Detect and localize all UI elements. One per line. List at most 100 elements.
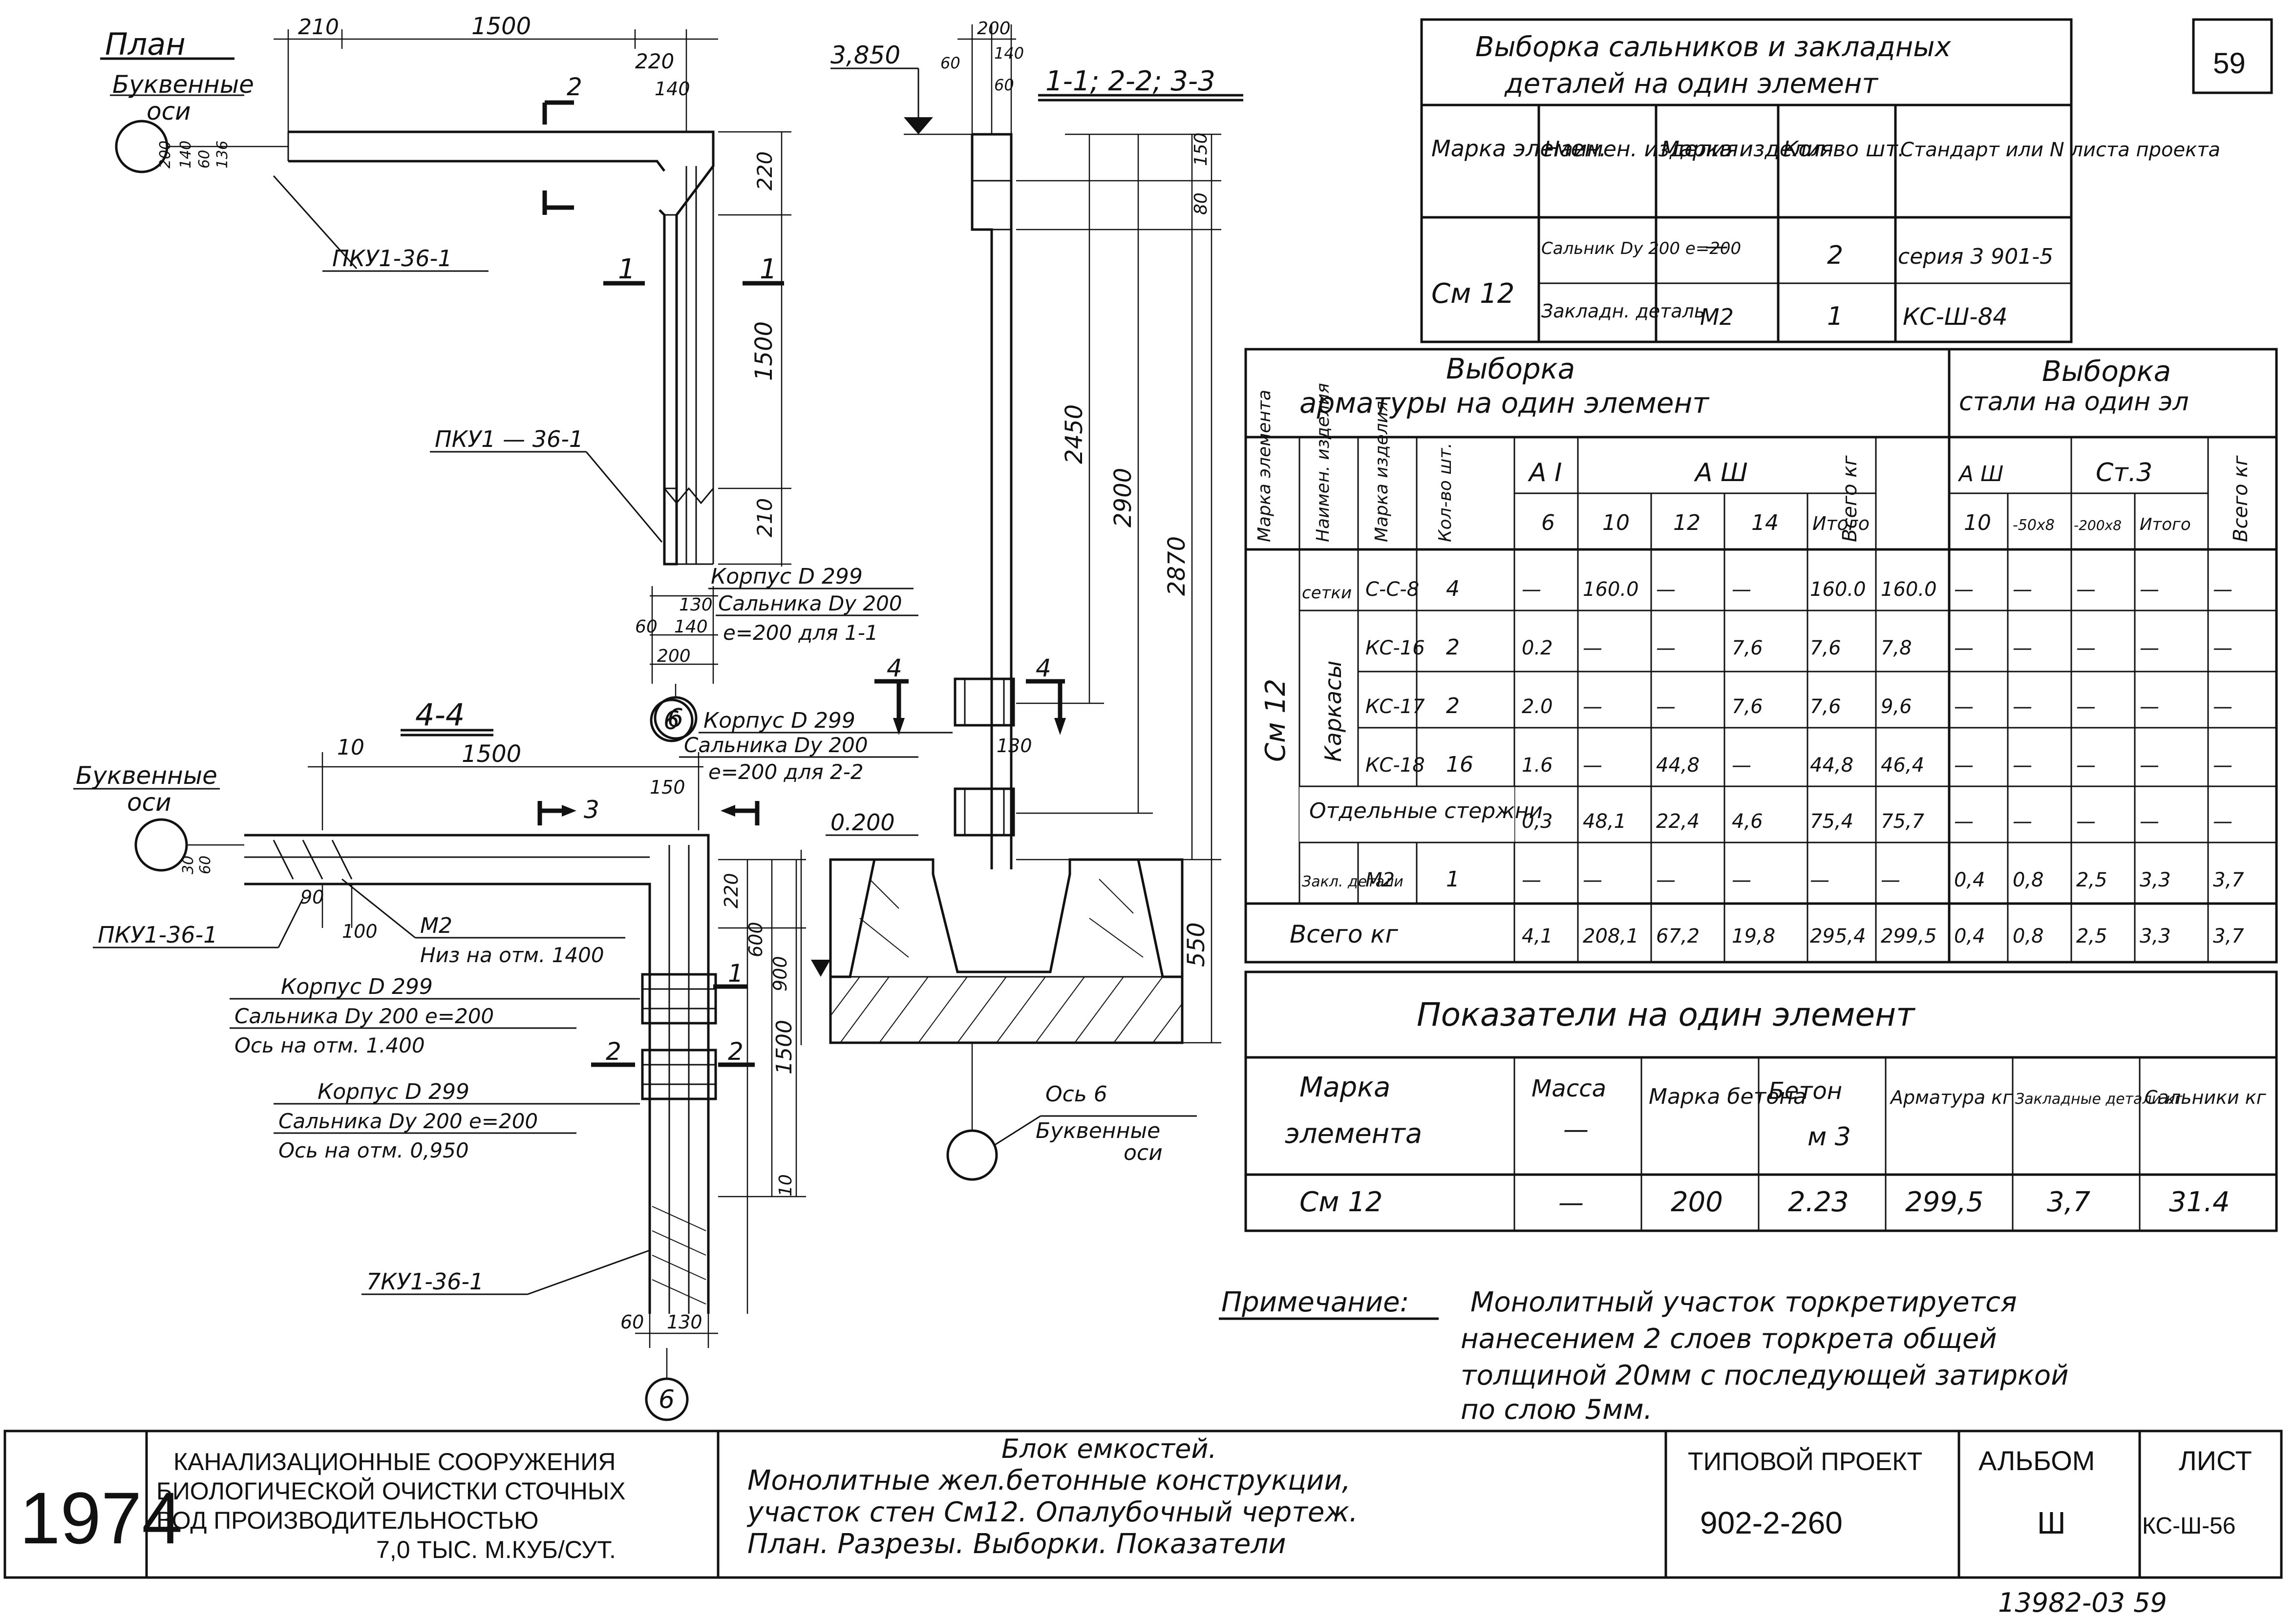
plan-section-1-left: 1 xyxy=(618,253,636,285)
rebar-h-sum: Итого xyxy=(1812,513,1870,534)
indicators-h4-1: Бетон xyxy=(1768,1077,1842,1105)
steel-title-1: Выборка xyxy=(2042,355,2171,388)
plan-note-1: Корпус D 299 xyxy=(711,564,863,589)
plan-dim-1500b: 1500 xyxy=(750,321,778,381)
rebar-row-cell: — xyxy=(2013,578,2032,601)
rebar-h-aiii: А Ш xyxy=(1694,458,1748,487)
section-123-axis-6-bubble xyxy=(650,698,694,742)
section-123-axis-label-2: Буквенные xyxy=(1036,1118,1160,1143)
rebar-row-cell: — xyxy=(2140,810,2159,833)
glands-h-qty: Кол-во шт. xyxy=(1783,137,1905,162)
rebar-h-total: Всего кг xyxy=(1839,455,1861,542)
section-123-view: 1-1; 2-2; 3-3 3,850 200 140 60 60 xyxy=(650,19,1243,1181)
rebar-h-mark: Марка элемента xyxy=(1254,390,1275,542)
rebar-row-cell: — xyxy=(1732,578,1751,601)
rebar-row-cell: — xyxy=(2140,578,2159,601)
plan-dim-140: 140 xyxy=(655,78,690,100)
rebar-row-cell: 75,4 xyxy=(1810,810,1853,833)
section-123-gland-1 xyxy=(954,677,1015,727)
sheet-number-box: 59 xyxy=(2192,18,2273,94)
title-org-3: ВОД ПРОИЗВОДИТЕЛЬНОСТЬЮ xyxy=(156,1507,539,1534)
section-123-body-2: Сальника Dy 200 xyxy=(684,733,868,757)
indicators-h7: Сальники кг xyxy=(2145,1087,2267,1108)
section-123-elev-mid: 0.200 xyxy=(830,809,895,836)
rebar-h-name: Наимен. изделия xyxy=(1313,383,1333,542)
rebar-row-cell: — xyxy=(1881,869,1900,891)
glands-r1-std: серия 3 901-5 xyxy=(1898,244,2053,269)
section-44-dim-60b: 60 xyxy=(620,1311,644,1333)
plan-dim-210: 210 xyxy=(298,15,339,40)
rebar-row-cell: 2,5 xyxy=(2076,869,2107,891)
rebar-row-cell: 0.2 xyxy=(1522,637,1553,659)
section-44-m2: М2 xyxy=(420,913,452,938)
glands-table: Выборка сальников и закладных деталей на… xyxy=(1420,18,2220,343)
section-44-mark-2-left: 2 xyxy=(606,1037,621,1066)
rebar-total-cell: 3,7 xyxy=(2213,925,2244,947)
rebar-row-cell: 75,7 xyxy=(1881,810,1925,833)
rebar-row-cell: 7,8 xyxy=(1881,637,1912,659)
plan-note-3: e=200 для 1-1 xyxy=(723,621,878,645)
steel-h-10: 10 xyxy=(1964,510,1991,535)
section-44-gland-1 xyxy=(641,973,717,1025)
rebar-row-cell: — xyxy=(2140,754,2159,777)
rebar-total-cell: 295,4 xyxy=(1810,925,1866,947)
section-123-dim-150: 150 xyxy=(1191,132,1211,166)
rebar-row-cell: 7,6 xyxy=(1810,637,1841,659)
rebar-row-cell: 2.0 xyxy=(1522,695,1553,718)
glands-r1-mark: — xyxy=(1705,232,1728,260)
rebar-element: См 12 xyxy=(1260,679,1292,762)
indicators-table: Показатели на один элемент Марка элемент… xyxy=(1244,970,2278,1232)
note-label: Примечание: xyxy=(1221,1286,1409,1318)
rebar-row-cell: — xyxy=(2013,637,2032,659)
rebar-h-6: 6 xyxy=(1541,510,1555,535)
section-44-axis-bubble xyxy=(134,818,188,872)
section-44-dim-1500: 1500 xyxy=(462,740,521,768)
glands-element-mark: См 12 xyxy=(1431,278,1514,310)
title-album-label: АЛЬБОМ xyxy=(1978,1445,2095,1476)
plan-dim-220b: 220 xyxy=(753,151,777,190)
rebar-row-cell: — xyxy=(2076,810,2096,833)
plan-axes-label-1: Буквенные xyxy=(112,70,254,99)
title-sheet-label: ЛИСТ xyxy=(2179,1445,2252,1476)
section-44-wall-outline xyxy=(244,834,710,1314)
title-desc-4: План. Разрезы. Выборки. Показатели xyxy=(747,1528,1286,1560)
rebar-row-cell: 44,8 xyxy=(1656,754,1700,777)
section-123-axis-bubble xyxy=(946,1129,998,1181)
glands-r1-qty: 2 xyxy=(1827,241,1843,270)
indicators-v-rebar: 299,5 xyxy=(1905,1186,1983,1218)
rebar-title-1: Выборка xyxy=(1446,352,1575,385)
rebar-row-cell: — xyxy=(2076,578,2096,601)
rebar-row-cell: — xyxy=(1954,578,1974,601)
rebar-total-cell: 4,1 xyxy=(1522,925,1553,947)
section-123-title: 1-1; 2-2; 3-3 xyxy=(1045,65,1215,97)
steel-h-aiii: А Ш xyxy=(1957,462,2003,486)
rebar-row-cell: — xyxy=(1810,869,1829,891)
rebar-title-2: арматуры на один элемент xyxy=(1299,386,1710,420)
section-44-body1-2: Сальника Dy 200 e=200 xyxy=(234,1004,494,1028)
rebar-group-setki: сетки xyxy=(1302,583,1352,603)
section-123-dim-550: 550 xyxy=(1183,922,1210,967)
rebar-row-name: Отдельные стержни xyxy=(1309,799,1543,823)
rebar-row-cell: — xyxy=(2013,810,2032,833)
note-line-2: нанесением 2 слоев торкрета общей xyxy=(1461,1323,1997,1355)
steel-h-total: Всего кг xyxy=(2230,455,2252,542)
indicators-h2-1: Масса xyxy=(1531,1075,1606,1102)
section-123-foundation xyxy=(829,858,1184,1044)
rebar-row-cell: — xyxy=(2213,810,2232,833)
plan-dim-200: 200 xyxy=(157,141,174,168)
section-44-dim-1500: 1500 xyxy=(772,1020,797,1074)
rebar-h-10: 10 xyxy=(1602,510,1630,535)
plan-dim-210b: 210 xyxy=(753,498,777,537)
rebar-row-cell: 46,4 xyxy=(1881,754,1924,777)
rebar-row-cell: 4,6 xyxy=(1732,810,1763,833)
rebar-total-cell: 208,1 xyxy=(1583,925,1639,947)
section-123-body-3: e=200 для 2-2 xyxy=(708,760,864,784)
indicators-h1-2: элемента xyxy=(1285,1118,1422,1150)
rebar-h-12: 12 xyxy=(1673,510,1701,535)
section-44-mark-1: 1 xyxy=(728,959,744,988)
section-44-dim-130: 130 xyxy=(667,1311,702,1333)
rebar-row-cell: — xyxy=(2076,637,2096,659)
glands-h-item: Марка изделия xyxy=(1661,137,1833,162)
plan-dim-130: 130 xyxy=(679,595,713,615)
